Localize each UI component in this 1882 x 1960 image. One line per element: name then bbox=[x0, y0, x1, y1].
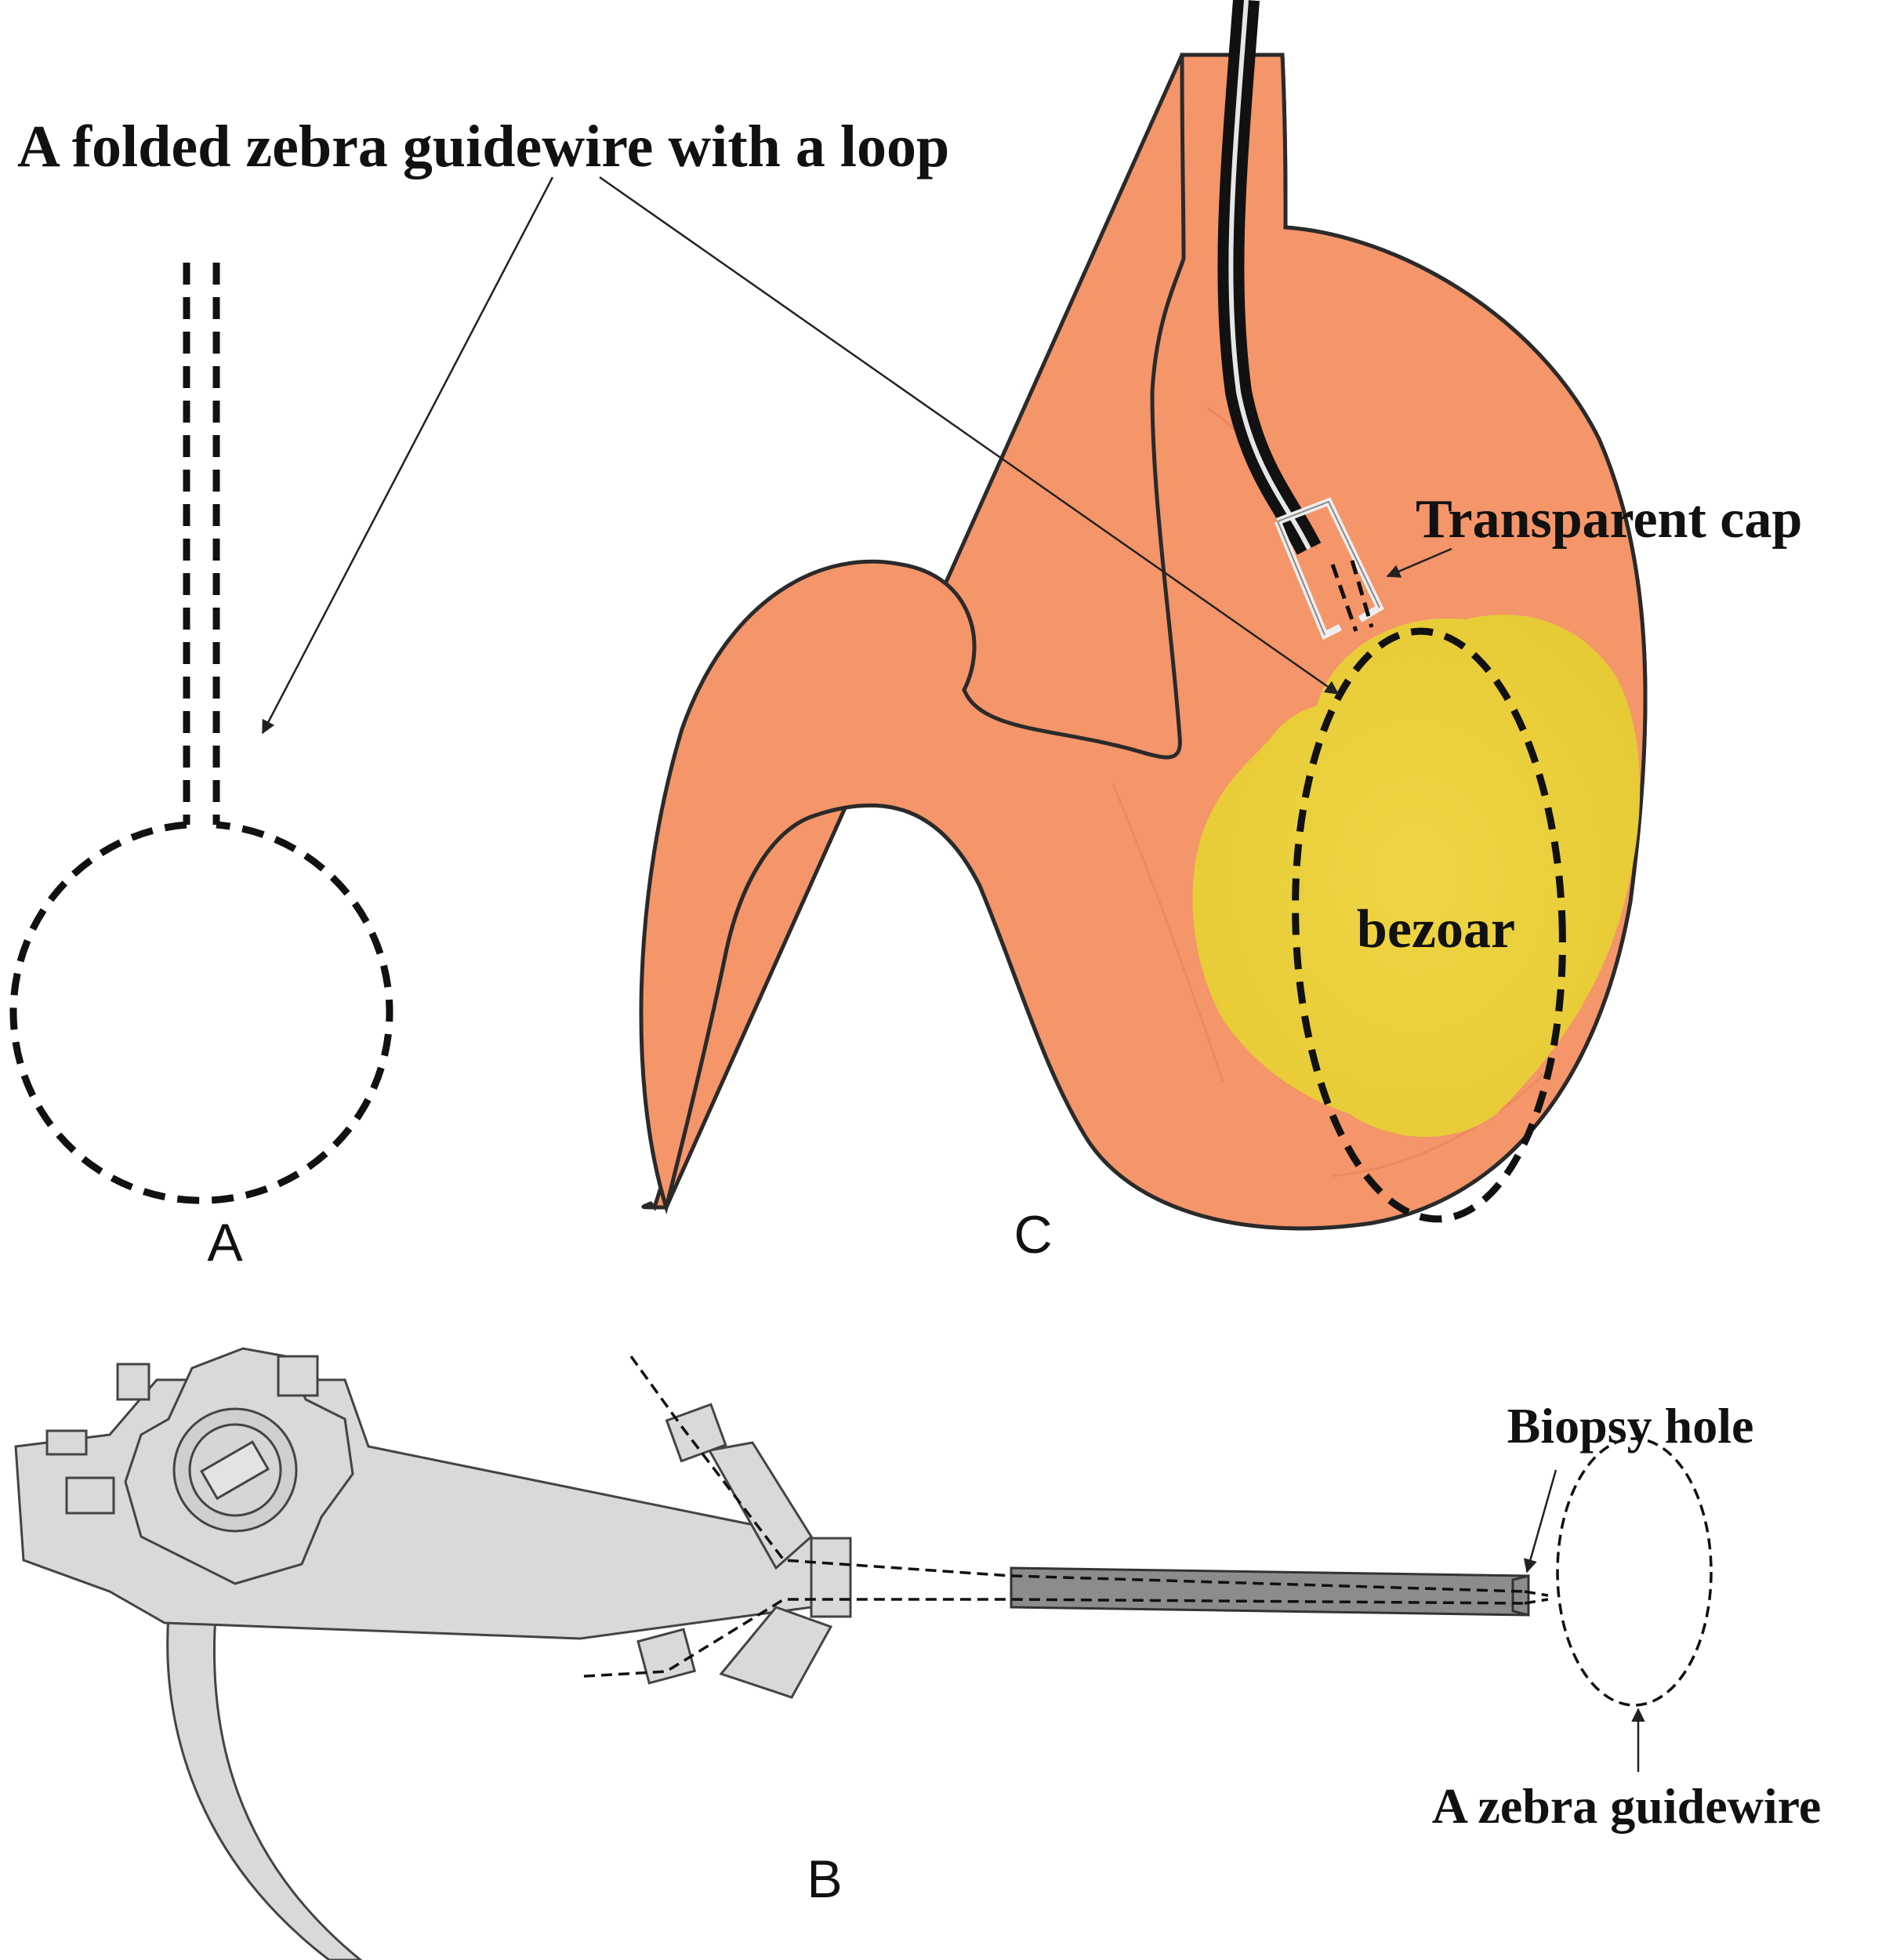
transparent-cap-label: Transparent cap bbox=[1416, 489, 1802, 550]
insertion-tube bbox=[1010, 1566, 1530, 1617]
guidewire-channel-upper bbox=[629, 1355, 1525, 1593]
transparent-cap-arrow bbox=[1386, 547, 1452, 578]
panel-a-letter: A bbox=[207, 1213, 243, 1272]
knob-slot bbox=[200, 1440, 270, 1501]
panel-c-stomach: bezoar bbox=[639, 0, 1648, 1231]
zebra-guidewire-label: A zebra guidewire bbox=[1432, 1778, 1822, 1834]
wire-loop bbox=[9, 821, 393, 1204]
folded-wire-label: A folded zebra guidewire with a loop bbox=[17, 114, 949, 180]
leader-to-panel-a bbox=[261, 176, 554, 735]
panel-c-letter: C bbox=[1014, 1205, 1052, 1265]
insertion-tube-tip bbox=[1511, 1574, 1530, 1617]
folded-wire-leaders bbox=[261, 176, 1340, 735]
guidewire-loop-around-bezoar bbox=[1292, 627, 1566, 1223]
leader-to-panel-c bbox=[599, 176, 1340, 695]
umbilical-cord bbox=[166, 1613, 363, 1960]
scope-button bbox=[65, 1476, 115, 1515]
panel-b-endoscope bbox=[14, 1347, 1713, 1960]
stomach-fold bbox=[1332, 1065, 1554, 1178]
scope-button bbox=[277, 1355, 319, 1397]
endoscope-shaft-highlight bbox=[1228, 0, 1311, 550]
guidewire-exit bbox=[1330, 560, 1374, 632]
biopsy-hole-arrow bbox=[1523, 1469, 1557, 1573]
stomach-fold bbox=[1111, 783, 1224, 1083]
guidewire-tip-join bbox=[1524, 1590, 1549, 1605]
scope-junction bbox=[810, 1537, 852, 1618]
bezoar-label: bezoar bbox=[1357, 899, 1515, 960]
panel-a-folded-guidewire bbox=[9, 263, 393, 1204]
scope-button bbox=[116, 1363, 150, 1401]
biopsy-hole-label: Biopsy hole bbox=[1507, 1398, 1754, 1454]
guidewire-loop-b bbox=[1556, 1437, 1713, 1707]
scope-button bbox=[45, 1429, 88, 1456]
biopsy-port-upper bbox=[707, 1441, 813, 1570]
transparent-cap-outline bbox=[1277, 500, 1380, 636]
port-cap-lower bbox=[636, 1628, 697, 1685]
panel-b-letter: B bbox=[807, 1849, 842, 1909]
biopsy-port-lower bbox=[719, 1606, 833, 1699]
guidewire-channel-lower bbox=[583, 1598, 1525, 1678]
